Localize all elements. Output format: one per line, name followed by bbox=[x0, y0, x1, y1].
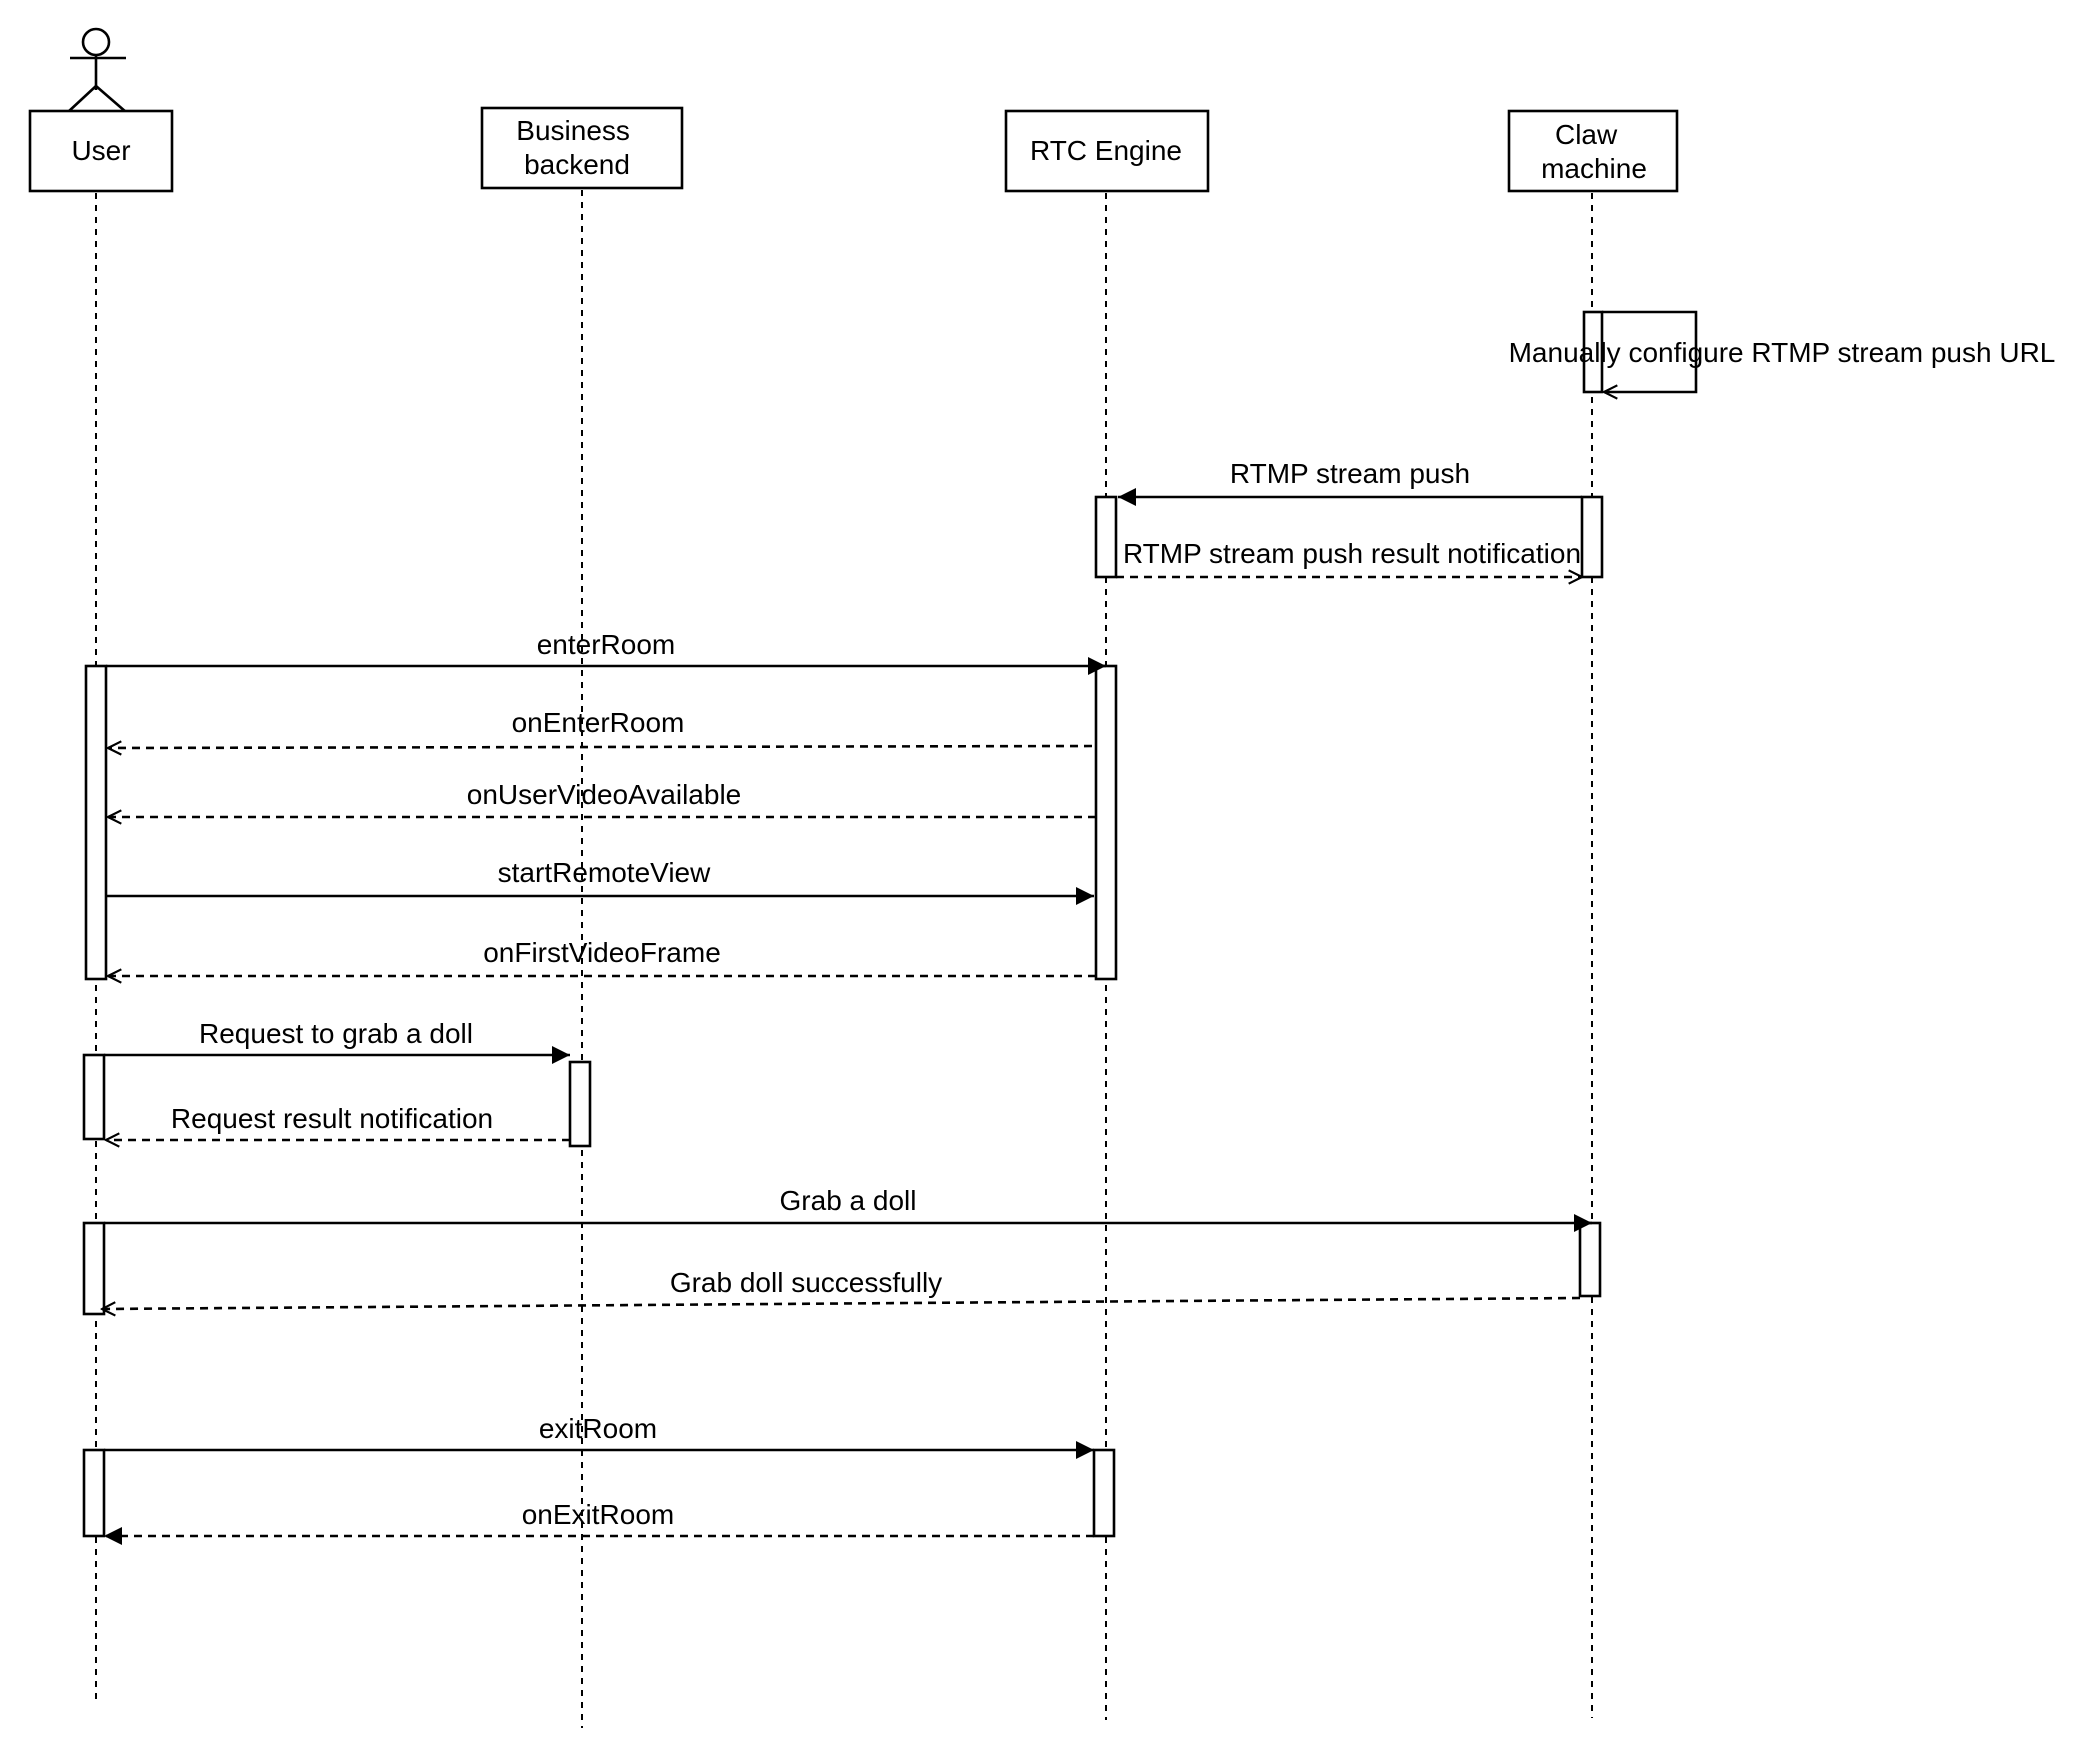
user-actor-icon bbox=[67, 27, 127, 113]
message-exit-room: exitRoom bbox=[104, 1413, 1094, 1459]
message-on-user-video-available: onUserVideoAvailable bbox=[108, 779, 1096, 817]
activation-user-grab bbox=[82, 1221, 106, 1316]
message-start-remote-view: startRemoteView bbox=[106, 857, 1094, 905]
participant-user: User bbox=[28, 109, 174, 193]
activation-user-request bbox=[82, 1053, 106, 1141]
message-request-result: Request result notification bbox=[106, 1103, 570, 1140]
activation-user-exit bbox=[82, 1448, 106, 1538]
message-grab-success-label: Grab doll successfully bbox=[670, 1267, 942, 1298]
message-on-first-video-frame-label: onFirstVideoFrame bbox=[483, 937, 721, 968]
message-rtmp-push-label: RTMP stream push bbox=[1230, 458, 1470, 489]
message-manual-config-label: Manually configure RTMP stream push URL bbox=[1509, 337, 2056, 368]
message-on-user-video-available-label: onUserVideoAvailable bbox=[467, 779, 742, 810]
activation-business-request bbox=[568, 1060, 592, 1148]
message-on-enter-room-label: onEnterRoom bbox=[512, 707, 685, 738]
message-grab-doll: Grab a doll bbox=[104, 1185, 1592, 1232]
activation-claw-grab bbox=[1578, 1221, 1602, 1298]
activation-claw-config bbox=[1582, 310, 1604, 394]
message-on-first-video-frame: onFirstVideoFrame bbox=[108, 937, 1096, 976]
participant-claw-machine: Claw machine bbox=[1507, 109, 1679, 193]
activation-rtc-enter bbox=[1094, 664, 1118, 981]
message-request-result-label: Request result notification bbox=[171, 1103, 493, 1134]
message-request-grab: Request to grab a doll bbox=[104, 1018, 570, 1064]
participant-rtc-label: RTC Engine bbox=[1030, 135, 1182, 166]
message-enter-room: enterRoom bbox=[106, 629, 1106, 675]
message-on-exit-room: onExitRoom bbox=[104, 1499, 1094, 1545]
message-grab-success: Grab doll successfully bbox=[102, 1267, 1581, 1309]
activation-bars bbox=[82, 310, 1604, 1538]
message-start-remote-view-label: startRemoteView bbox=[498, 857, 711, 888]
activation-rtc-push bbox=[1094, 495, 1118, 579]
participant-user-label: User bbox=[71, 135, 130, 166]
message-on-enter-room: onEnterRoom bbox=[108, 707, 1093, 748]
message-manual-config: Manually configure RTMP stream push URL bbox=[1509, 310, 2056, 392]
message-enter-room-label: enterRoom bbox=[537, 629, 676, 660]
message-rtmp-push: RTMP stream push bbox=[1118, 458, 1582, 506]
participant-business-backend: Business backend bbox=[480, 106, 684, 190]
participant-rtc-engine: RTC Engine bbox=[1004, 109, 1210, 193]
activation-claw-push bbox=[1580, 495, 1604, 579]
message-rtmp-result-label: RTMP stream push result notification bbox=[1123, 538, 1581, 569]
message-rtmp-result: RTMP stream push result notification bbox=[1116, 538, 1582, 577]
activation-user-enter bbox=[84, 664, 108, 981]
activation-rtc-exit bbox=[1092, 1448, 1116, 1538]
message-on-exit-room-label: onExitRoom bbox=[522, 1499, 675, 1530]
participant-claw-label: Claw machine bbox=[1541, 119, 1647, 184]
message-grab-doll-label: Grab a doll bbox=[780, 1185, 917, 1216]
message-exit-room-label: exitRoom bbox=[539, 1413, 657, 1444]
participant-business-label: Business backend bbox=[516, 115, 637, 180]
message-request-grab-label: Request to grab a doll bbox=[199, 1018, 473, 1049]
